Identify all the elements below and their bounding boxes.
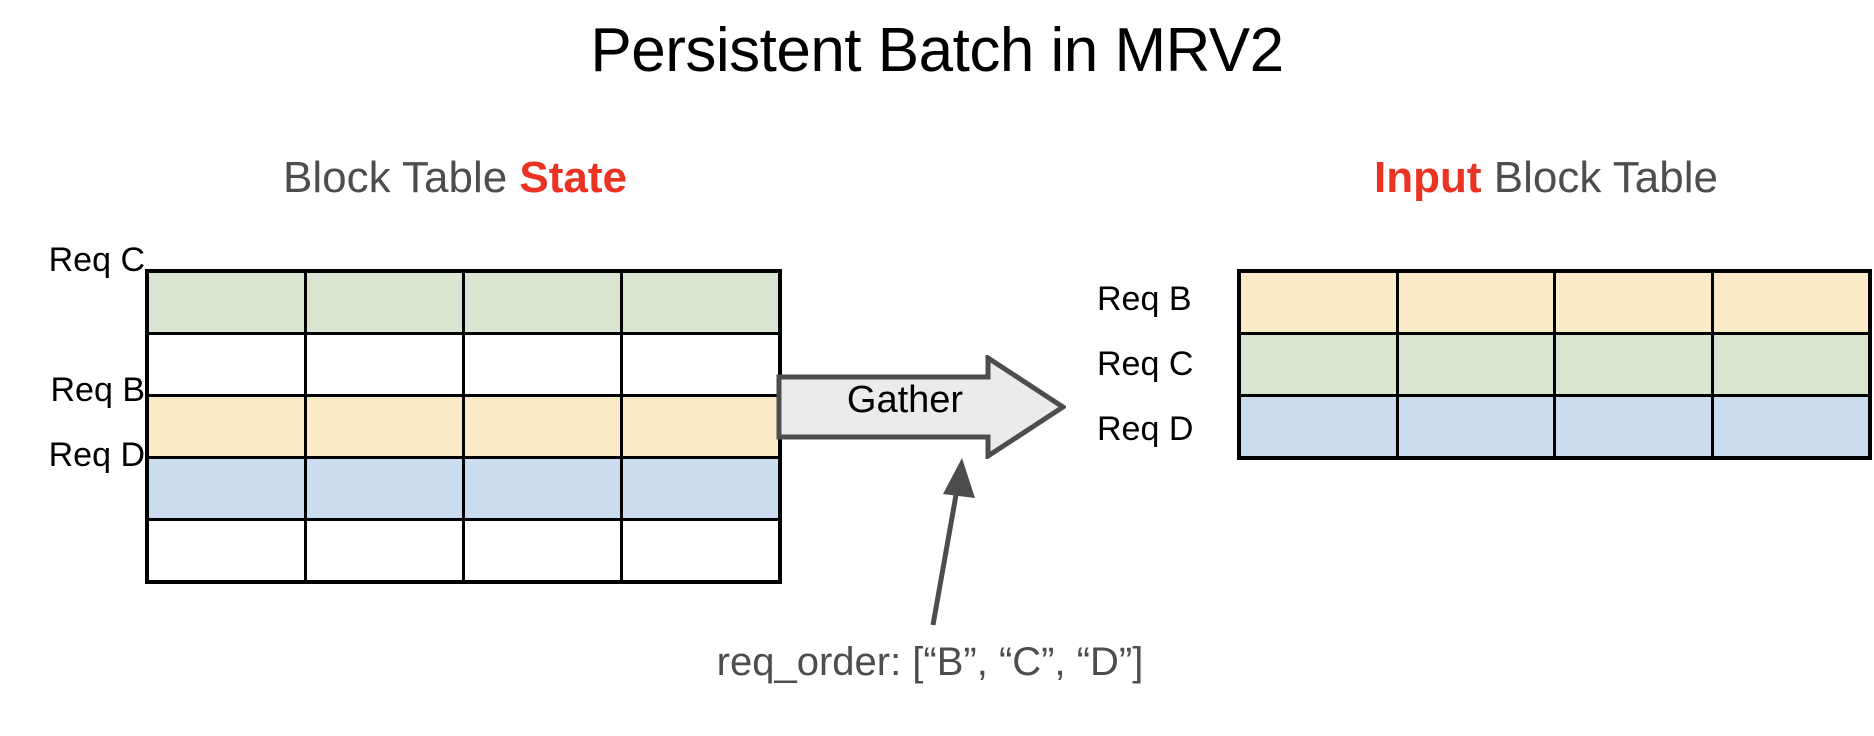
cell (620, 518, 782, 584)
cell (1710, 394, 1872, 460)
right-heading-accent: Input (1374, 153, 1482, 202)
cell (1395, 269, 1556, 335)
cell (1395, 394, 1556, 460)
cell (1553, 269, 1714, 335)
left-heading-accent: State (519, 153, 628, 202)
cell (462, 456, 623, 521)
cell (620, 332, 782, 397)
cell (145, 456, 307, 521)
table-row (1237, 332, 1872, 397)
cell (620, 456, 782, 521)
cell (1237, 394, 1399, 460)
input-block-table (1237, 269, 1872, 460)
cell (1553, 394, 1714, 460)
cell (304, 456, 465, 521)
cell (620, 394, 782, 459)
left-heading-prefix: Block Table (282, 153, 520, 202)
right-panel-heading: Input Block Table (1237, 152, 1855, 204)
table-row (1237, 394, 1872, 460)
cell (1237, 269, 1399, 335)
req-order-caption: req_order: [“B”, “C”, “D”] (716, 640, 1144, 684)
input-row-label-req-b: Req B (1097, 280, 1192, 318)
page-title: Persistent Batch in MRV2 (590, 16, 1284, 85)
table-row (145, 269, 782, 335)
cell (1395, 332, 1556, 397)
cell (304, 269, 465, 335)
gather-arrow-icon (776, 355, 1066, 459)
cell (462, 269, 623, 335)
state-row-label-req-d: Req D (48, 436, 145, 474)
cell (1710, 332, 1872, 397)
table-row (1237, 269, 1872, 335)
cell (462, 394, 623, 459)
cell (304, 394, 465, 459)
cell (304, 518, 465, 584)
left-panel-heading: Block Table State (145, 152, 765, 204)
cell (145, 518, 307, 584)
cell (462, 332, 623, 397)
table-row (145, 456, 782, 521)
block-table-state (145, 269, 782, 584)
cell (1710, 269, 1872, 335)
state-row-label-req-b: Req B (50, 371, 146, 409)
cell (145, 269, 307, 335)
right-heading-suffix: Block Table (1481, 153, 1718, 202)
cell (1237, 332, 1399, 397)
table-row (145, 518, 782, 584)
input-row-label-req-c: Req C (1097, 345, 1194, 383)
cell (145, 394, 307, 459)
cell (145, 332, 307, 397)
cell (620, 269, 782, 335)
cell (462, 518, 623, 584)
cell (1553, 332, 1714, 397)
callout-pointer-arrow-icon (930, 458, 975, 626)
table-row (145, 394, 782, 459)
state-row-label-req-c: Req C (48, 241, 145, 279)
cell (304, 332, 465, 397)
table-row (145, 332, 782, 397)
input-row-label-req-d: Req D (1097, 410, 1194, 448)
